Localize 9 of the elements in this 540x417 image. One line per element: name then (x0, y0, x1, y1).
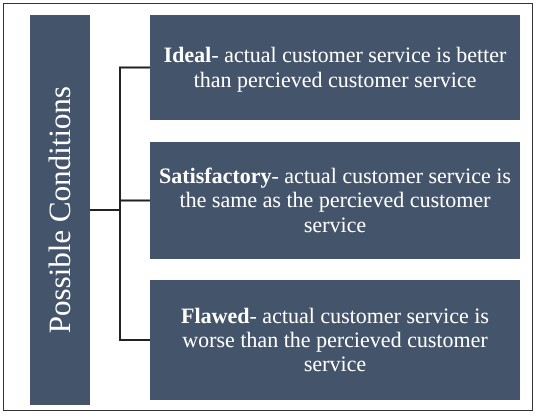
category-title: Possible Conditions (42, 86, 78, 334)
condition-box (150, 15, 520, 120)
condition-box (150, 142, 520, 259)
condition-text: Flawed- actual customer service is worse than the percieved customer service (180, 302, 490, 378)
category-box (30, 15, 90, 405)
condition-text: Ideal- actual customer service is better than percieved customer service (162, 41, 508, 94)
condition-box (150, 280, 520, 400)
bracket-connector (90, 209, 150, 341)
condition-text: Satisfactory- actual customer service is the same as the percieved customer service (158, 162, 512, 239)
